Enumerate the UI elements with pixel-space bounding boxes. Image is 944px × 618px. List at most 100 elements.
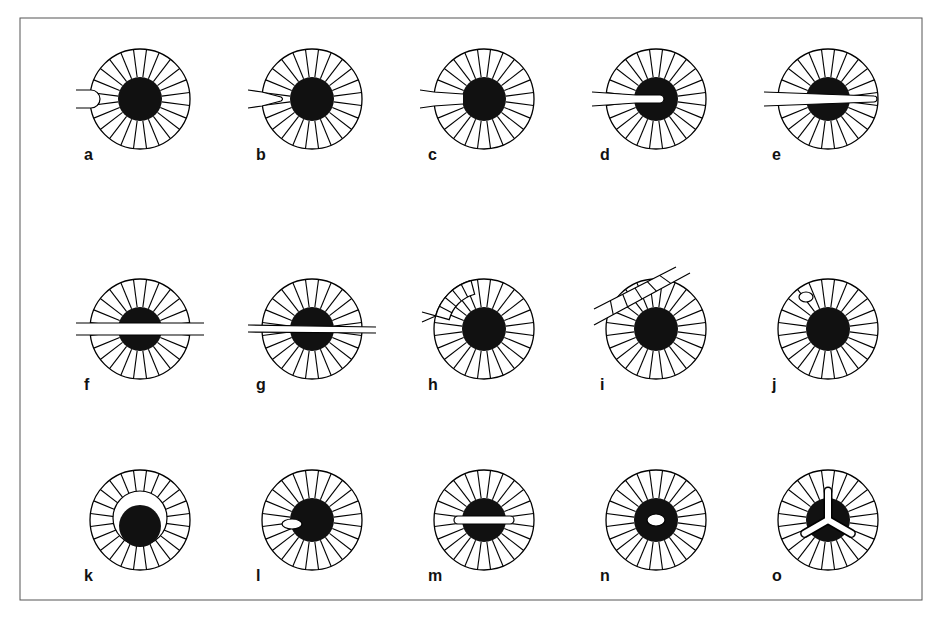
stripe-line [325,116,342,138]
stripe-line [659,351,663,379]
stripe-line [334,513,362,517]
stripe-line [664,474,675,500]
stripe-line [293,474,304,500]
stripe-line [282,289,299,311]
stripe-line [143,121,147,149]
stripe-line [266,501,292,512]
iris-drawing [420,49,534,149]
iris-drawing [764,49,878,149]
iris-hole [799,292,813,302]
iris-drawing [606,470,706,570]
stripe-line [315,351,319,379]
stripe-line [831,542,835,570]
stripe-line [649,470,653,498]
stripe-line [320,540,331,566]
stripe-line [110,59,127,81]
stripe-line [329,69,351,86]
stripe-line [606,513,634,517]
stripe-line [157,69,179,86]
stripe-line [782,80,808,91]
stripe-line [506,322,534,326]
stripe-line [678,92,706,96]
stripe-line [623,294,628,307]
stripe-line [148,283,159,309]
panel-letter: f [84,376,89,394]
iris-drawing [76,49,190,149]
stripe-line [836,53,847,79]
iris-circle [606,279,706,379]
stripe-line [836,119,847,145]
stripe-line [143,49,147,77]
stripe-line [836,349,847,375]
stripe-line [444,112,466,129]
stripe-line [616,342,638,359]
pupil-hole [647,514,665,526]
stripe-line [649,49,653,77]
pupil-hole [282,519,302,529]
stripe-line [504,528,530,539]
stripe-line [143,279,147,307]
stripe-line [453,290,462,301]
stripe-line [850,322,878,326]
stripe-line [332,80,358,91]
stripe-line [477,470,481,498]
stripe-line [148,349,159,375]
stripe-line [157,299,179,316]
stripe-line [626,59,643,81]
stripe-line [841,537,858,559]
stripe-line [492,349,503,375]
stripe-line [616,112,638,129]
stripe-line [778,322,806,326]
stripe-line [782,107,808,118]
stripe-line [673,299,695,316]
stripe-line [305,49,309,77]
stripe-line [121,283,132,309]
stripe-line [133,121,137,149]
stripe-line [334,102,362,106]
stripe-line [809,349,820,375]
stripe-line [438,337,464,348]
stripe-line [487,351,491,379]
stripe-line [809,540,820,566]
stripe-line [610,501,636,512]
stripe-line [788,342,810,359]
stripe-line [841,346,858,368]
stripe-line [454,59,471,81]
stripe-line [320,119,331,145]
stripe-line [637,119,648,145]
stripe-line [649,351,653,379]
stripe-line [110,289,127,311]
stripe-line [487,279,491,307]
stripe-line [438,501,464,512]
stripe-line [121,349,132,375]
stripe-line [133,279,137,307]
panel-letter: o [772,567,782,585]
y-fill [805,520,828,534]
stripe-line [160,80,186,91]
stripe-line [676,80,702,91]
stripe-line [492,119,503,145]
stripe-line [487,470,491,498]
iris-drawing [778,470,878,570]
stripe-line [669,537,686,559]
stripe-line [778,523,806,527]
stripe-line [477,351,481,379]
stripe-line [676,107,702,118]
pupil [119,505,161,547]
defect-fill [436,281,475,320]
stripe-line [504,337,530,348]
panel-letter: d [600,146,610,164]
stripe-line [332,501,358,512]
defect-outline [248,325,376,333]
stripe-line [438,107,464,118]
stripe-line [606,332,634,336]
defect-outline [248,90,283,108]
stripe-line [282,59,299,81]
stripe-line [492,53,503,79]
stripe-line [492,474,503,500]
stripe-line [438,80,464,91]
pupil [290,77,334,121]
defect-fill [76,90,100,108]
stripe-line [305,470,309,498]
